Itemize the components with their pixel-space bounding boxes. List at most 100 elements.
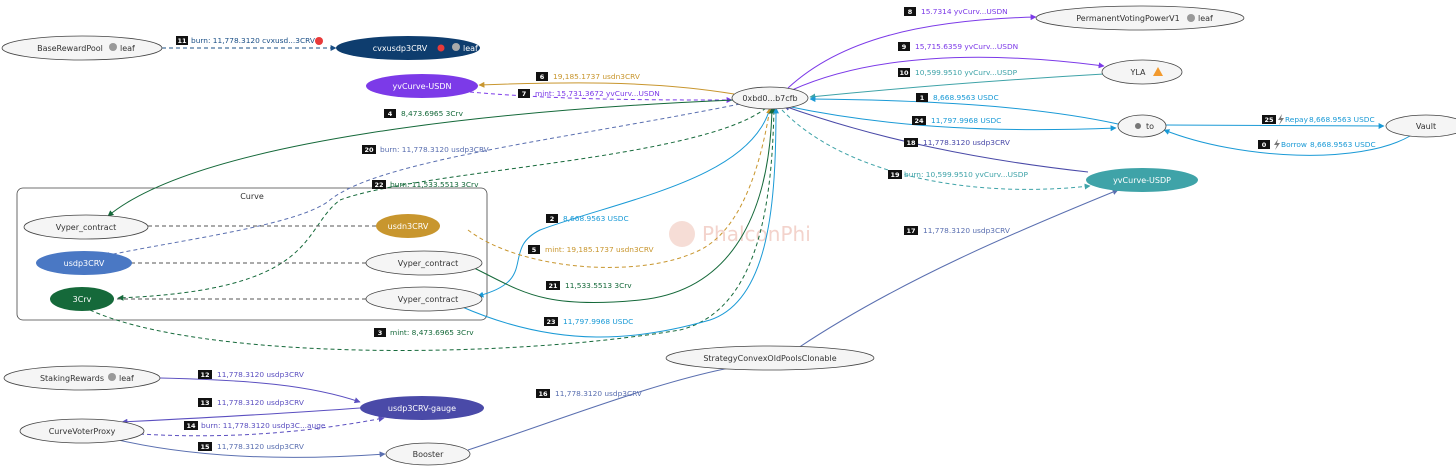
edge-label-8: 8 15.7314 yvCurv...USDN (904, 7, 1008, 16)
edge-19[interactable] (781, 109, 1091, 190)
node-to[interactable]: to (1117, 114, 1167, 138)
edge-20[interactable] (103, 103, 741, 258)
edge-16[interactable] (467, 363, 741, 451)
leaf-icon (109, 43, 117, 51)
svg-text:11,778.3120 usdp3CRV: 11,778.3120 usdp3CRV (217, 442, 304, 451)
node-base-reward-pool[interactable]: BaseRewardPool leaf (1, 35, 163, 61)
edge-label-24: 24 11,797.9968 USDC (912, 116, 1001, 125)
edge-10[interactable] (809, 73, 1105, 100)
svg-text:21: 21 (548, 282, 558, 290)
svg-text:BaseRewardPool: BaseRewardPool (37, 44, 103, 53)
edge-9[interactable] (791, 56, 1105, 91)
leaf-icon (108, 373, 116, 381)
edge-6[interactable] (478, 81, 735, 95)
svg-text:usdp3CRV-gauge: usdp3CRV-gauge (388, 404, 456, 413)
edge-14[interactable] (139, 416, 385, 437)
svg-text:burn: 11,778.3120 usdp3C...au: burn: 11,778.3120 usdp3C...auge (201, 421, 326, 430)
svg-text:3Crv: 3Crv (73, 295, 92, 304)
edge-label-25: 25 Repay 8,668.9563 USDC (1262, 114, 1375, 125)
edge-23[interactable] (459, 107, 779, 338)
svg-text:PermanentVotingPowerV1: PermanentVotingPowerV1 (1076, 14, 1180, 23)
svg-text:usdn3CRV: usdn3CRV (388, 222, 429, 231)
edge-21[interactable] (469, 107, 775, 304)
node-yvcurve-usdn[interactable]: yvCurve-USDN (366, 74, 478, 98)
svg-text:CurveVoterProxy: CurveVoterProxy (49, 427, 116, 436)
svg-text:8,473.6965 3Crv: 8,473.6965 3Crv (401, 109, 464, 118)
svg-text:Vyper_contract: Vyper_contract (398, 259, 459, 268)
edge-22[interactable] (117, 107, 767, 301)
edge-0[interactable] (1163, 129, 1411, 156)
leaf-icon (1187, 14, 1195, 22)
edge-13[interactable] (121, 407, 361, 425)
svg-text:10,599.9510 yvCurv...USDP: 10,599.9510 yvCurv...USDP (915, 68, 1018, 77)
svg-text:Borrow: Borrow (1281, 140, 1307, 149)
edge-18[interactable] (783, 104, 1089, 173)
edge-4[interactable] (107, 99, 735, 217)
node-booster[interactable]: Booster (385, 442, 471, 466)
edge-label-7: 7 mint: 15,731.3672 yvCurv...USDN (518, 89, 660, 98)
edge-label-14: 14 burn: 11,778.3120 usdp3C...auge (184, 421, 326, 430)
svg-text:yvCurve-USDN: yvCurve-USDN (392, 82, 451, 91)
svg-text:8,668.9563 USDC: 8,668.9563 USDC (1310, 140, 1376, 149)
edge-label-2: 2 8,668.9563 USDC (546, 214, 629, 223)
svg-text:11,797.9968 USDC: 11,797.9968 USDC (563, 317, 633, 326)
node-voter[interactable]: CurveVoterProxy (19, 418, 145, 444)
edge-12[interactable] (159, 377, 361, 404)
edge-24[interactable] (785, 105, 1117, 132)
svg-text:YLA: YLA (1130, 68, 1147, 77)
node-vyper1[interactable]: Vyper_contract (23, 214, 149, 240)
svg-text:17: 17 (906, 227, 915, 235)
svg-text:mint: 15,731.3672 yvCurv...US: mint: 15,731.3672 yvCurv...USDN (535, 89, 660, 98)
node-permanent[interactable]: PermanentVotingPowerV1 leaf (1035, 5, 1245, 31)
node-staking[interactable]: StakingRewards leaf (3, 365, 161, 391)
edge-label-20: 20 burn: 11,778.3120 usdp3CRV (362, 145, 489, 154)
svg-text:leaf: leaf (119, 374, 134, 383)
cluster-label: Curve (240, 192, 264, 201)
node-main[interactable]: 0xbd0...b7cfb (731, 86, 809, 110)
svg-text:11,778.3120 usdp3CRV: 11,778.3120 usdp3CRV (555, 389, 642, 398)
svg-text:Vyper_contract: Vyper_contract (56, 223, 117, 232)
svg-text:burn: 11,778.3120 cvxusd...3C: burn: 11,778.3120 cvxusd...3CRV (191, 36, 315, 45)
edge-1[interactable] (809, 96, 1119, 125)
svg-text:24: 24 (914, 117, 924, 125)
node-gauge[interactable]: usdp3CRV-gauge (360, 396, 484, 420)
svg-text:0xbd0...b7cfb: 0xbd0...b7cfb (742, 94, 797, 103)
node-usdn3crv[interactable]: usdn3CRV (376, 214, 440, 238)
watermark-text: PhalconPhi (702, 222, 811, 246)
alert-icon (437, 44, 445, 52)
node-cvxusdp3crv[interactable]: cvxusdp3CRV leaf (336, 36, 480, 60)
node-yvcurve-usdp[interactable]: yvCurve-USDP (1086, 168, 1198, 192)
svg-text:16: 16 (538, 390, 548, 398)
edge-25[interactable] (1163, 122, 1385, 129)
edge-7[interactable] (469, 91, 733, 103)
edge-label-21: 21 11,533.5513 3Crv (546, 281, 632, 290)
svg-text:mint: 8,473.6965 3Crv: mint: 8,473.6965 3Crv (390, 328, 474, 337)
edge-label-10: 10 10,599.9510 yvCurv...USDP (898, 68, 1018, 77)
node-3crv[interactable]: 3Crv (50, 287, 114, 311)
svg-text:yvCurve-USDP: yvCurve-USDP (1113, 176, 1171, 185)
user-icon (1135, 123, 1141, 129)
edge-3[interactable] (89, 107, 777, 351)
svg-text:to: to (1146, 122, 1154, 131)
edge-label-1: 1 8,668.9563 USDC (916, 93, 999, 102)
edge-17[interactable] (797, 189, 1119, 349)
node-yla[interactable]: YLA (1101, 59, 1183, 85)
node-vyper2[interactable]: Vyper_contract (365, 250, 483, 276)
edge-label-12: 12 11,778.3120 usdp3CRV (198, 370, 304, 379)
svg-text:11,797.9968 USDC: 11,797.9968 USDC (931, 116, 1001, 125)
edge-5[interactable] (467, 107, 773, 268)
edge-15[interactable] (109, 437, 386, 458)
node-strategy[interactable]: StrategyConvexOldPoolsClonable (665, 345, 875, 371)
svg-text:9: 9 (902, 43, 907, 51)
edge-2[interactable] (477, 107, 771, 298)
svg-text:11,778.3120 usdp3CRV: 11,778.3120 usdp3CRV (217, 370, 304, 379)
edge-label-9: 9 15,715.6359 yvCurv...USDN (898, 42, 1018, 51)
leaf-icon (452, 43, 460, 51)
svg-text:11,533.5513 3Crv: 11,533.5513 3Crv (565, 281, 632, 290)
node-usdp3crv[interactable]: usdp3CRV (36, 251, 132, 275)
node-vault[interactable]: Vault (1385, 114, 1456, 138)
edge-label-13: 13 11,778.3120 usdp3CRV (198, 398, 304, 407)
edge-8[interactable] (787, 14, 1037, 89)
node-vyper3[interactable]: Vyper_contract (365, 286, 483, 312)
svg-text:8,668.9563 USDC: 8,668.9563 USDC (563, 214, 629, 223)
